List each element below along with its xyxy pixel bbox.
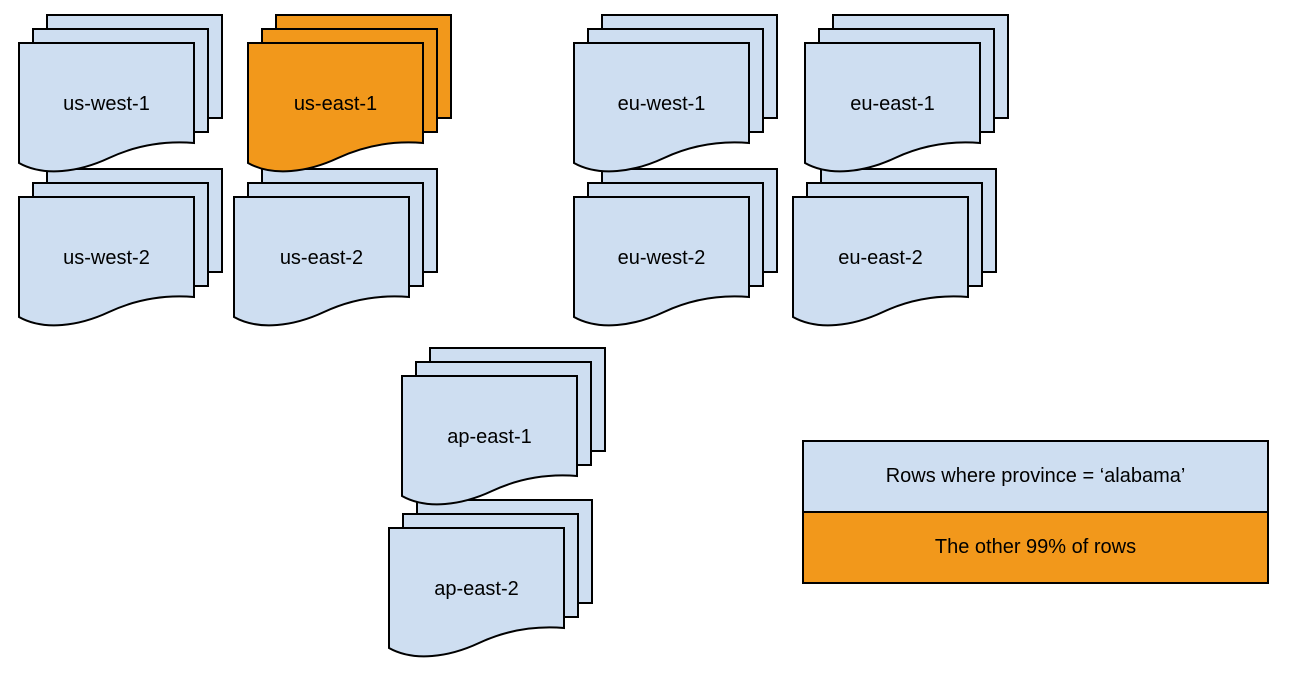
front-document-sheet	[792, 196, 969, 327]
legend-row: Rows where province = ‘alabama’	[804, 442, 1267, 511]
legend-row-label: The other 99% of rows	[934, 536, 1137, 558]
front-document-sheet	[401, 375, 578, 506]
document-stack-us-west-1: us-west-1	[18, 14, 225, 179]
document-stack-eu-west-1: eu-west-1	[573, 14, 780, 179]
front-document-sheet	[18, 196, 195, 327]
document-stack-graphic: us-west-1	[18, 14, 223, 173]
document-stack-us-west-2: us-west-2	[18, 168, 225, 333]
stack-label: eu-east-1	[850, 93, 935, 115]
stack-label: us-east-1	[294, 93, 377, 115]
document-stack-graphic: us-west-2	[18, 168, 223, 327]
legend-row-label: Rows where province = ‘alabama’	[885, 465, 1186, 487]
stack-label: us-west-1	[63, 93, 150, 115]
front-document-sheet	[804, 42, 981, 173]
document-stack-graphic: eu-west-2	[573, 168, 778, 327]
front-document-sheet	[233, 196, 410, 327]
document-stack-graphic: eu-west-1	[573, 14, 778, 173]
legend: Rows where province = ‘alabama’ The othe…	[802, 440, 1269, 584]
front-document-sheet	[573, 196, 750, 327]
document-stack-graphic: eu-east-2	[792, 168, 997, 327]
document-stack-graphic: us-east-2	[233, 168, 438, 327]
document-stack-us-east-1: us-east-1	[247, 14, 454, 179]
front-document-sheet	[247, 42, 424, 173]
stack-label: eu-west-1	[618, 93, 706, 115]
document-stack-ap-east-2: ap-east-2	[388, 499, 595, 664]
stack-label: ap-east-2	[434, 578, 519, 600]
legend-row: The other 99% of rows	[804, 511, 1267, 582]
document-stack-ap-east-1: ap-east-1	[401, 347, 608, 512]
front-document-sheet	[573, 42, 750, 173]
front-document-sheet	[388, 527, 565, 658]
stack-label: eu-east-2	[838, 247, 923, 269]
document-stack-graphic: eu-east-1	[804, 14, 1009, 173]
document-stack-graphic: ap-east-1	[401, 347, 606, 506]
document-stack-eu-west-2: eu-west-2	[573, 168, 780, 333]
stack-label: eu-west-2	[618, 247, 706, 269]
document-stack-graphic: ap-east-2	[388, 499, 593, 658]
document-stack-graphic: us-east-1	[247, 14, 452, 173]
front-document-sheet	[18, 42, 195, 173]
document-stack-eu-east-1: eu-east-1	[804, 14, 1011, 179]
stack-label: us-west-2	[63, 247, 150, 269]
document-stack-eu-east-2: eu-east-2	[792, 168, 999, 333]
document-stack-us-east-2: us-east-2	[233, 168, 440, 333]
stack-label: us-east-2	[280, 247, 363, 269]
stack-label: ap-east-1	[447, 426, 532, 448]
